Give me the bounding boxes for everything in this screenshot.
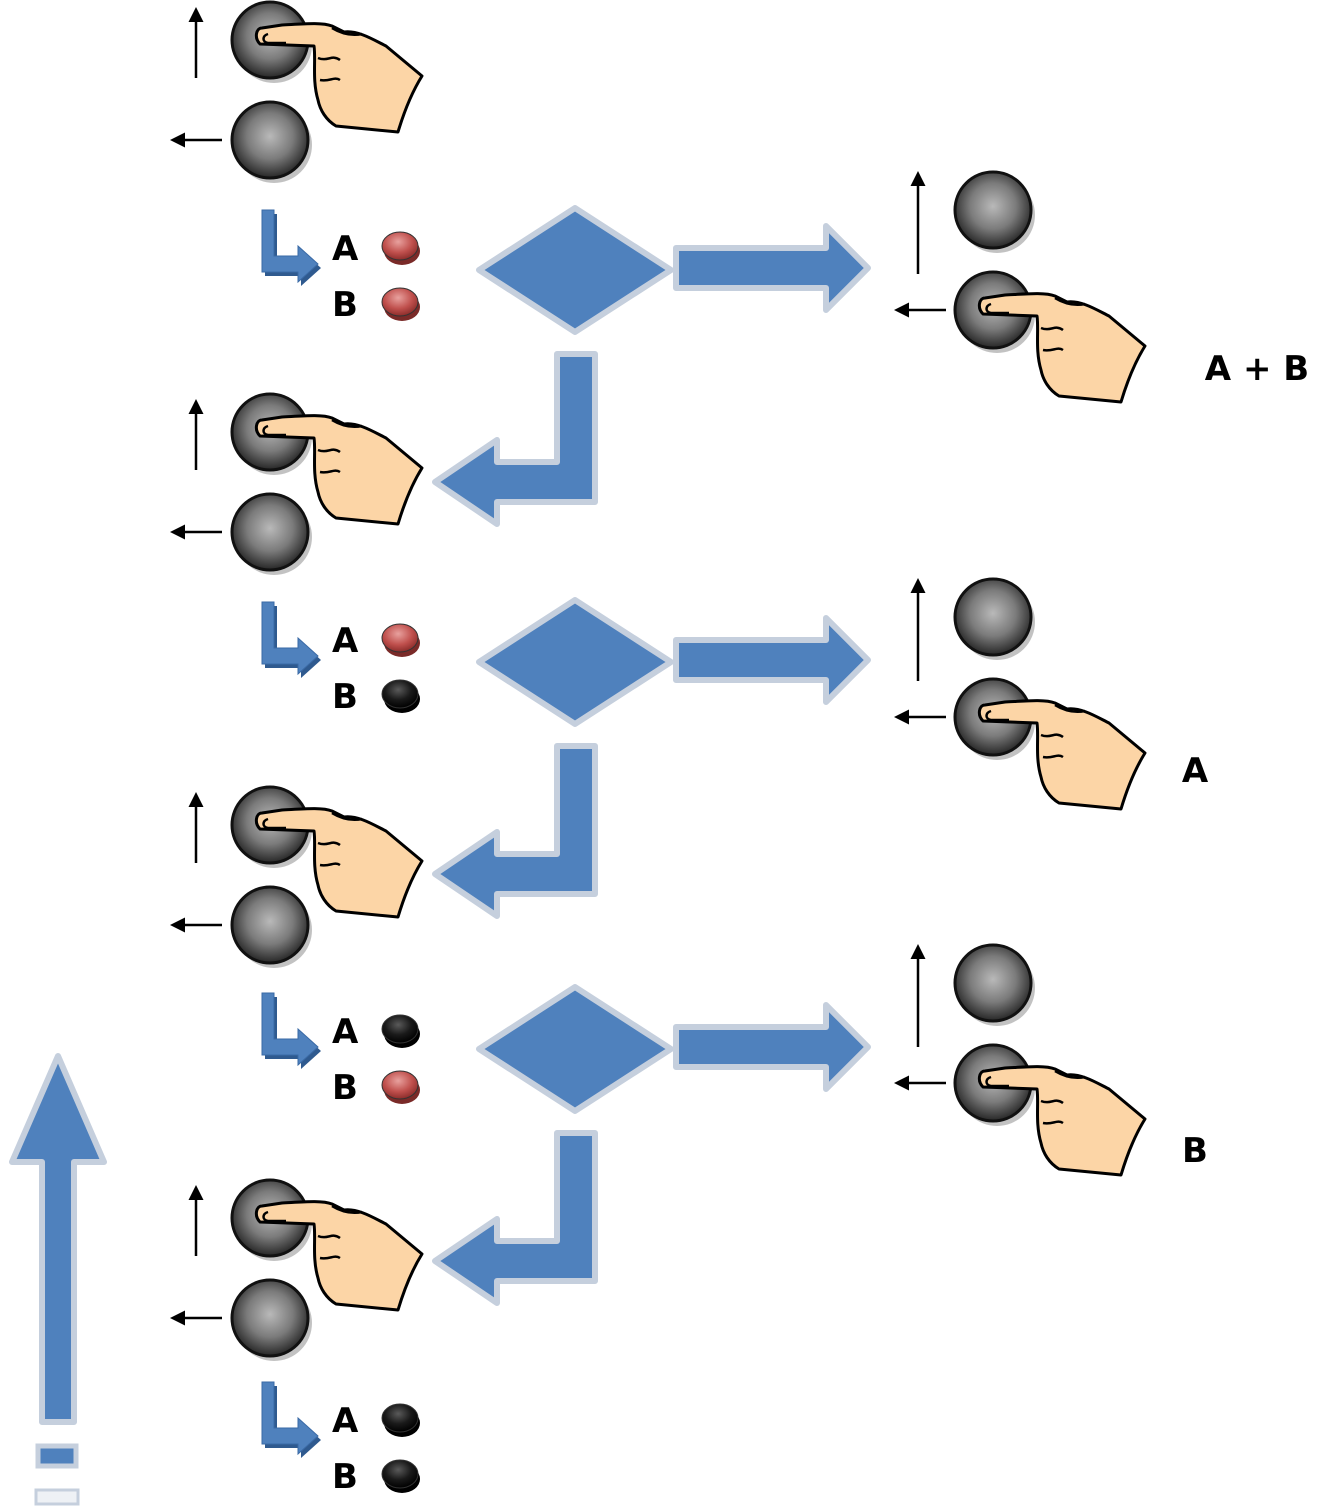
round-push-button-icon	[953, 943, 1035, 1026]
led-label-a: A	[332, 229, 359, 269]
pointing-hand-icon	[254, 22, 424, 134]
pointing-hand-icon	[977, 292, 1147, 404]
flow-arrow-icon	[261, 992, 321, 1069]
indicator-led-icon	[381, 287, 420, 321]
led-label-b: B	[332, 285, 358, 325]
step-3: ABB	[170, 785, 1208, 1306]
decision-diamond-icon	[476, 205, 674, 335]
flow-arrow-icon	[261, 601, 321, 678]
led-label-b: B	[332, 677, 358, 717]
flow-arrow-icon	[673, 1002, 871, 1092]
flow-arrow-icon	[432, 351, 598, 527]
round-push-button-icon	[953, 577, 1035, 660]
led-label-b: B	[332, 1457, 358, 1497]
pointing-hand-icon	[254, 1200, 424, 1312]
flow-arrow-icon	[673, 223, 871, 313]
round-push-button-icon	[230, 1278, 312, 1361]
step-2: ABA	[170, 392, 1209, 919]
indicator-led-icon	[381, 1014, 420, 1048]
indicator-led-icon	[381, 679, 420, 713]
decision-diamond-icon	[476, 597, 674, 727]
flow-arrow-icon	[261, 209, 321, 286]
pointing-hand-icon	[977, 1065, 1147, 1177]
indicator-led-icon	[381, 623, 420, 657]
round-push-button-icon	[230, 492, 312, 575]
pointing-hand-icon	[977, 699, 1147, 811]
arrow-tail-segment	[35, 1443, 79, 1469]
decision-diamond-icon	[476, 984, 674, 1114]
round-push-button-icon	[230, 885, 312, 968]
indicator-led-icon	[381, 231, 420, 265]
flow-arrow-icon	[9, 1053, 107, 1425]
indicator-led-icon	[381, 1403, 420, 1437]
round-push-button-icon	[230, 100, 312, 183]
flow-arrow-icon	[432, 1130, 598, 1306]
flow-arrow-icon	[673, 615, 871, 705]
indicator-led-icon	[381, 1459, 420, 1493]
result-label: B	[1182, 1131, 1208, 1171]
round-push-button-icon	[953, 170, 1035, 253]
flow-arrow-icon	[261, 1381, 321, 1458]
led-label-b: B	[332, 1068, 358, 1108]
pointing-hand-icon	[254, 807, 424, 919]
flow-arrow-icon	[432, 743, 598, 919]
step-1: AB A + B	[170, 0, 1309, 527]
pointing-hand-icon	[254, 414, 424, 526]
indicator-led-icon	[381, 1070, 420, 1104]
result-label: A + B	[1205, 349, 1309, 389]
arrow-tail-segment	[34, 1488, 80, 1506]
step-4: AB	[170, 1178, 424, 1497]
led-label-a: A	[332, 1401, 359, 1441]
result-label: A	[1182, 751, 1209, 791]
return-arrow	[9, 1053, 107, 1506]
led-label-a: A	[332, 1012, 359, 1052]
led-label-a: A	[332, 621, 359, 661]
